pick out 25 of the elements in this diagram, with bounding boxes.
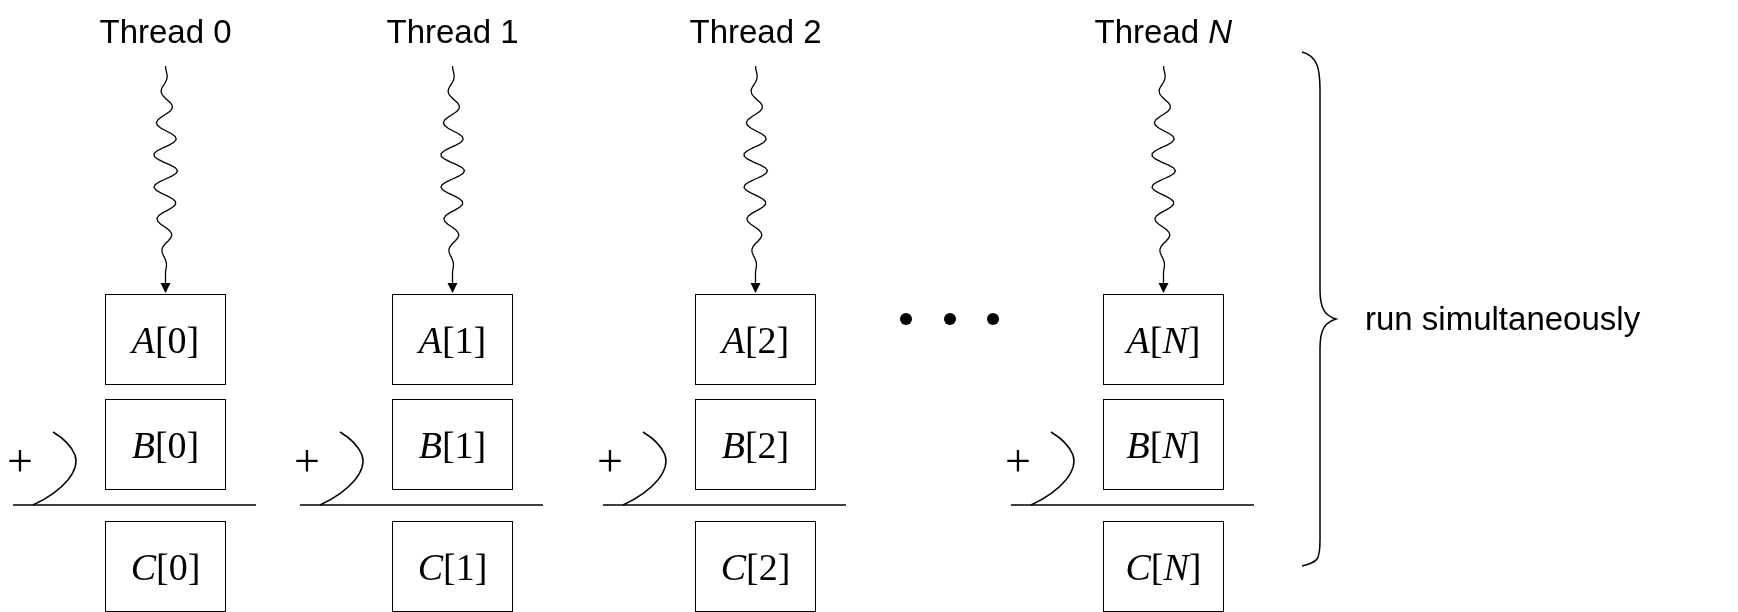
array-element-box: B[2] — [695, 399, 816, 490]
wavy-arrow — [440, 65, 466, 294]
array-element-box: C[1] — [392, 521, 513, 612]
wavy-arrow — [1151, 65, 1177, 294]
thread-label: Thread 0 — [99, 12, 232, 66]
plus-sign: + — [597, 436, 623, 486]
plus-sign: + — [1005, 436, 1031, 486]
array-element-box: B[0] — [105, 399, 226, 490]
array-element-box: A[N] — [1103, 294, 1224, 385]
array-element-box: A[0] — [105, 294, 226, 385]
wavy-arrow — [153, 65, 179, 294]
array-element-box: A[2] — [695, 294, 816, 385]
wavy-arrow — [743, 65, 769, 294]
array-element-box: C[2] — [695, 521, 816, 612]
array-element-box: B[1] — [392, 399, 513, 490]
array-element-box: C[0] — [105, 521, 226, 612]
array-element-box: C[N] — [1103, 521, 1224, 612]
array-element-box: B[N] — [1103, 399, 1224, 490]
plus-sign: + — [7, 436, 33, 486]
thread-label: Thread 1 — [386, 12, 519, 66]
thread-label: Thread 2 — [689, 12, 822, 66]
array-element-box: A[1] — [392, 294, 513, 385]
brace-label: run simultaneously — [1365, 299, 1641, 339]
plus-sign: + — [294, 436, 320, 486]
thread-label: Thread N — [1094, 12, 1233, 66]
